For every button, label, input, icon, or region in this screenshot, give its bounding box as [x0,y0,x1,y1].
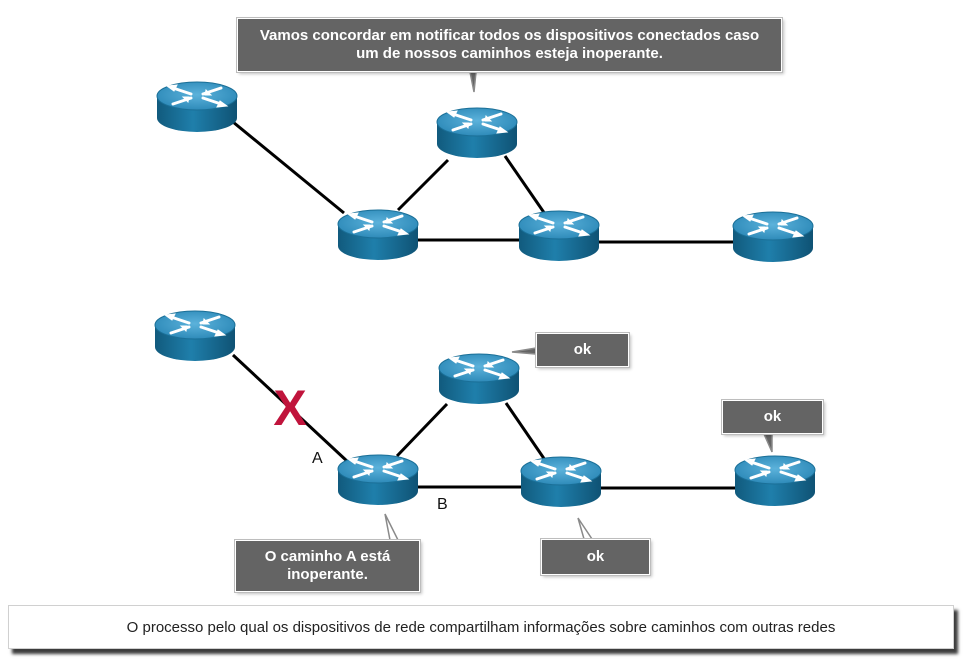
router-top-center [435,106,519,160]
link-top-1 [232,120,345,215]
router-top-left [155,80,239,134]
callout-pointers [384,71,773,541]
caption-text: O processo pelo qual os dispositivos de … [126,618,836,636]
ok-callout-mid-right: ok [541,539,650,575]
path-label-b: B [437,496,448,513]
path-label-a: A [312,450,323,467]
pointer-ok3 [577,517,594,540]
router-top-right [731,210,815,264]
router-bottom-mid-left [336,453,420,507]
links-top [232,120,734,244]
router-top-mid-left [336,208,420,262]
link-top-2 [396,158,450,212]
caption-box: O processo pelo qual os dispositivos de … [8,605,954,649]
pointer-a [384,513,400,541]
link-bottom-2 [395,402,449,458]
failure-x-mark: X [273,380,306,436]
agreement-callout: Vamos concordar em notificar todos os di… [237,18,782,72]
router-bottom-mid-right [519,455,603,509]
links-bottom [231,353,738,490]
router-bottom-left [153,309,237,363]
path-down-callout: O caminho A está inoperante. [235,540,420,592]
router-bottom-center [437,352,521,406]
link-bottom-3 [504,402,547,461]
router-top-mid-right [517,209,601,263]
router-bottom-right [733,454,817,508]
ok-callout-right: ok [722,400,823,434]
pointer-top [469,71,477,93]
pointer-ok1 [511,347,537,355]
pointer-ok2 [762,433,773,453]
link-top-3 [503,155,547,215]
ok-callout-center: ok [536,333,629,367]
link-a [231,353,350,464]
